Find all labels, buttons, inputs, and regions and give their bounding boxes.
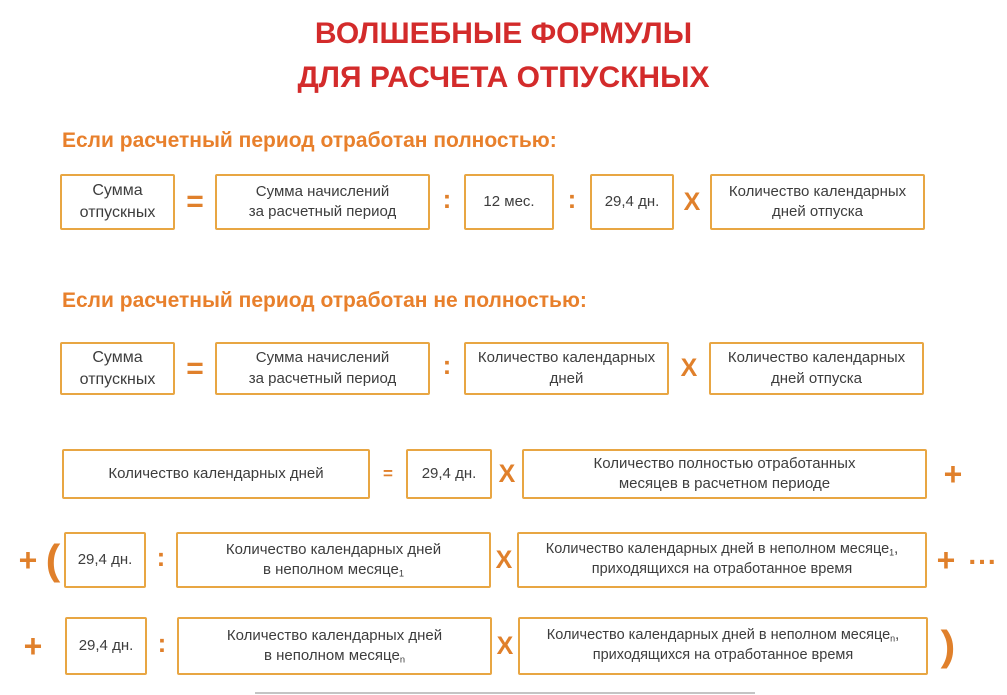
multiply-operator: X: [496, 631, 514, 660]
box-label: Количество полностью отработанных месяце…: [593, 454, 856, 492]
plus-operator: +: [936, 541, 956, 578]
box-label: Количество календарных дней: [108, 464, 324, 482]
plus-operator: +: [18, 541, 38, 578]
box-label: Сумма начислений за расчетный период: [248, 182, 397, 220]
multiply-operator: X: [495, 545, 513, 574]
multiply-operator: X: [683, 187, 701, 216]
formula-calendar-days: Количество календарных дней = 29,4 дн. X…: [62, 449, 979, 499]
partial-month-worked-box: Количество календарных дней в неполном м…: [518, 617, 928, 675]
box-label: Сумма начислений за расчетный период: [248, 349, 397, 387]
months-12-box: 12 мес.: [464, 174, 554, 230]
box-label: 29,4 дн.: [77, 550, 133, 568]
box-label: Количество календарных дней: [477, 349, 656, 387]
box-label: 12 мес.: [483, 192, 535, 210]
calendar-days-box: Количество календарных дней: [464, 342, 669, 395]
accruals-box: Сумма начислений за расчетный период: [215, 342, 430, 395]
formula-partial-period: Сумма отпускных = Сумма начислений за ра…: [60, 342, 924, 395]
full-months-box: Количество полностью отработанных месяце…: [522, 449, 927, 499]
equals-operator: =: [186, 351, 204, 385]
page-title: ВОЛШЕБНЫЕ ФОРМУЛЫ ДЛЯ РАСЧЕТА ОТПУСКНЫХ: [0, 12, 1007, 100]
box-label: Количество календарных дней в неполном м…: [545, 541, 899, 577]
plus-operator: +: [23, 627, 43, 664]
divide-operator: :: [442, 183, 452, 214]
multiply-operator: X: [498, 459, 516, 488]
box-label: Количество календарных дней в неполном м…: [546, 627, 900, 663]
page-edge-line: [255, 692, 755, 694]
vacation-sum-box: Сумма отпускных: [60, 342, 175, 395]
plus-operator: +: [943, 455, 963, 492]
title-line-1: ВОЛШЕБНЫЕ ФОРМУЛЫ: [314, 17, 693, 50]
subscript: 1: [889, 547, 895, 558]
section-partial-heading: Если расчетный период отработан не полно…: [62, 289, 587, 312]
section-full-heading: Если расчетный период отработан полность…: [62, 129, 557, 152]
open-paren: (: [45, 536, 61, 583]
days-29-4-box: 29,4 дн.: [65, 617, 147, 675]
accruals-box: Сумма начислений за расчетный период: [215, 174, 430, 230]
divide-operator: :: [442, 350, 452, 380]
box-label: 29,4 дн.: [604, 192, 660, 210]
box-label: 29,4 дн.: [78, 636, 134, 654]
formula-partial-month-last: + 29,4 дн. : Количество календарных дней…: [18, 617, 968, 675]
days-29-4-box: 29,4 дн.: [64, 532, 146, 588]
box-label: Количество календарных дней отпуска: [727, 349, 906, 387]
close-paren: ): [940, 622, 956, 669]
box-label: Сумма отпускных: [79, 348, 156, 388]
ellipsis: ...: [968, 539, 998, 570]
subscript: n: [890, 633, 896, 644]
subscript: n: [399, 654, 405, 665]
calendar-days-box: Количество календарных дней: [62, 449, 370, 499]
title-line-2: ДЛЯ РАСЧЕТА ОТПУСКНЫХ: [297, 61, 710, 94]
vacation-days-box: Количество календарных дней отпуска: [709, 342, 924, 395]
vacation-sum-box: Сумма отпускных: [60, 174, 175, 230]
days-29-4-box: 29,4 дн.: [406, 449, 492, 499]
box-label: 29,4 дн.: [421, 464, 477, 482]
multiply-operator: X: [680, 354, 698, 382]
box-label: Количество календарных дней отпуска: [728, 182, 907, 220]
partial-month-worked-box: Количество календарных дней в неполном м…: [517, 532, 927, 588]
equals-operator: =: [383, 464, 393, 483]
divide-operator: :: [156, 541, 166, 572]
subscript: 1: [398, 568, 404, 579]
days-29-4-box: 29,4 дн.: [590, 174, 674, 230]
box-label: Сумма отпускных: [79, 182, 156, 221]
formula-full-period: Сумма отпускных = Сумма начислений за ра…: [60, 174, 925, 230]
vacation-days-box: Количество календарных дней отпуска: [710, 174, 925, 230]
equals-operator: =: [186, 185, 204, 218]
divide-operator: :: [157, 627, 167, 658]
divide-operator: :: [567, 183, 577, 214]
formula-partial-month-first: + ( 29,4 дн. : Количество календарных дн…: [14, 532, 1001, 588]
